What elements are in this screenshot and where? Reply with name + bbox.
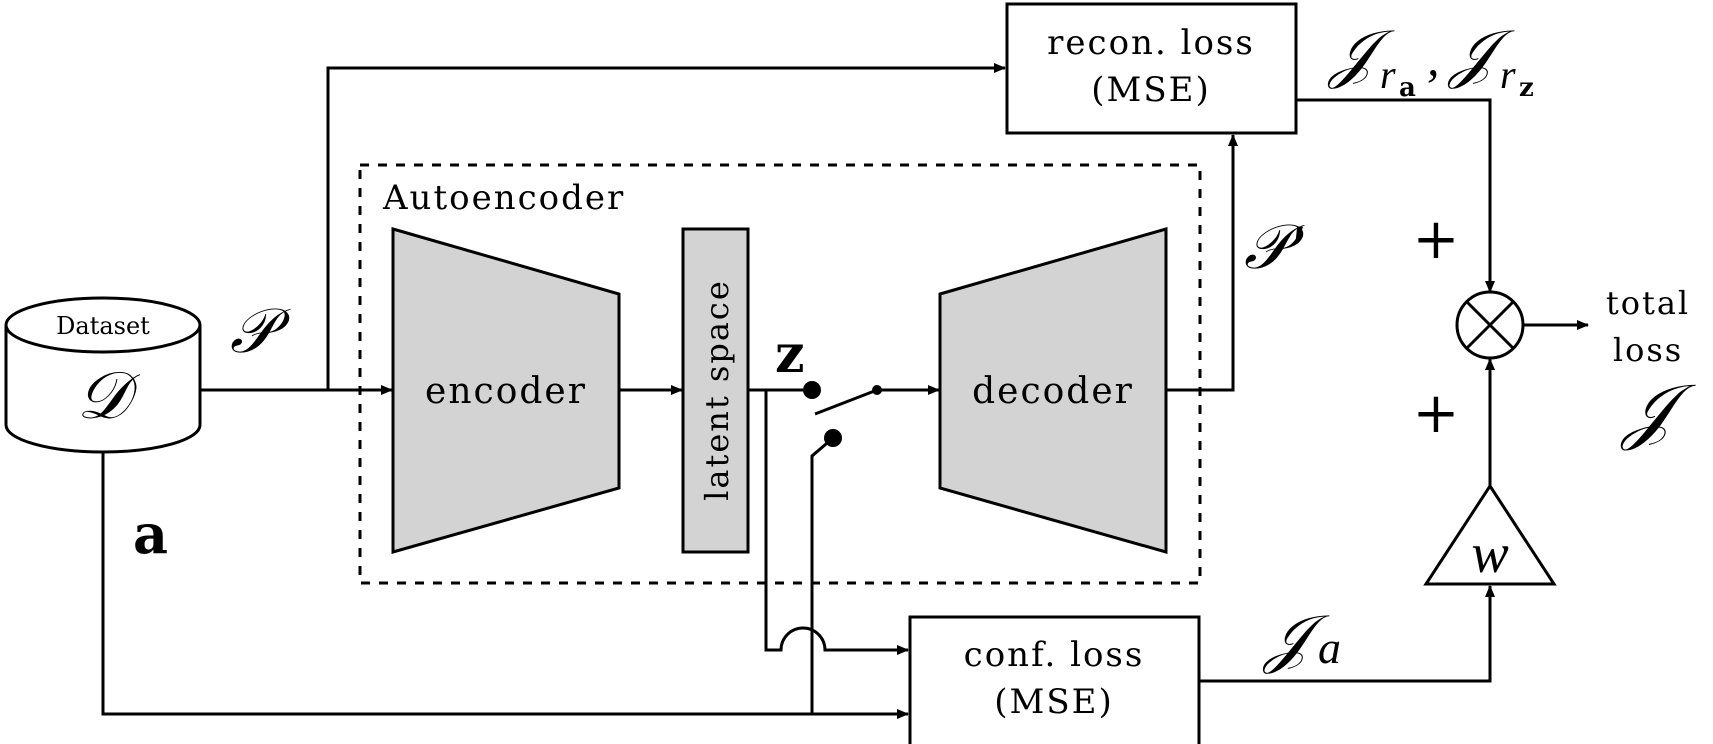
recon-loss-box (1005, 2, 1298, 135)
wire-conf-to-weight (1199, 585, 1495, 683)
conf-loss-box (908, 615, 1201, 744)
encoder-block (391, 227, 621, 554)
symbol-p-prime: 𝒫′ (1244, 214, 1305, 282)
svg-text:r: r (1500, 52, 1516, 97)
conf-loss-line2: (MSE) (994, 682, 1113, 722)
weight-gain-block (1423, 483, 1557, 586)
weight-symbol: w (1471, 523, 1508, 585)
wire-recon-to-sum (1296, 98, 1495, 293)
decoder-block (938, 227, 1168, 554)
total-loss-line1: total (1606, 284, 1690, 322)
recon-loss-line2: (MSE) (1091, 70, 1210, 110)
svg-text:a: a (1318, 622, 1341, 673)
plus-top: + (1413, 207, 1460, 272)
conf-loss-line1: conf. loss (964, 635, 1145, 675)
symbol-p: 𝒫 (230, 298, 291, 366)
wire-a-to-conf-loss (101, 452, 909, 719)
sum-junction (1455, 290, 1525, 360)
latent-space-block (681, 227, 750, 554)
svg-text:,: , (1427, 30, 1440, 86)
wire-decoder-to-recon-loss (1166, 134, 1238, 392)
svg-text:r: r (1380, 52, 1396, 97)
wire-z-to-conf-loss (764, 390, 909, 655)
wire-p-to-recon-loss (326, 63, 1006, 390)
svg-text:z: z (1519, 73, 1534, 103)
switch (803, 381, 882, 447)
symbol-j-recon: 𝒥 r a , 𝒥 r z (1327, 18, 1534, 103)
decoder-label: decoder (972, 371, 1134, 412)
total-loss-line2: loss (1613, 331, 1683, 369)
plus-bottom: + (1413, 381, 1460, 446)
recon-loss-line1: recon. loss (1047, 23, 1255, 63)
svg-text:a: a (1399, 73, 1416, 103)
symbol-j-a: 𝒥 a (1262, 603, 1341, 674)
total-loss-symbol: 𝒥 (1620, 371, 1696, 451)
dataset-title: Dataset (56, 312, 150, 340)
autoencoder-region (358, 163, 1202, 585)
encoder-label: encoder (425, 371, 587, 412)
latent-space-label: latent space (698, 279, 736, 501)
symbol-z: z (775, 324, 805, 385)
wire-switch-contact-down (810, 436, 834, 714)
dataset-cylinder (4, 296, 202, 454)
symbol-a: a (133, 502, 168, 566)
autoencoder-title: Autoencoder (382, 178, 625, 218)
